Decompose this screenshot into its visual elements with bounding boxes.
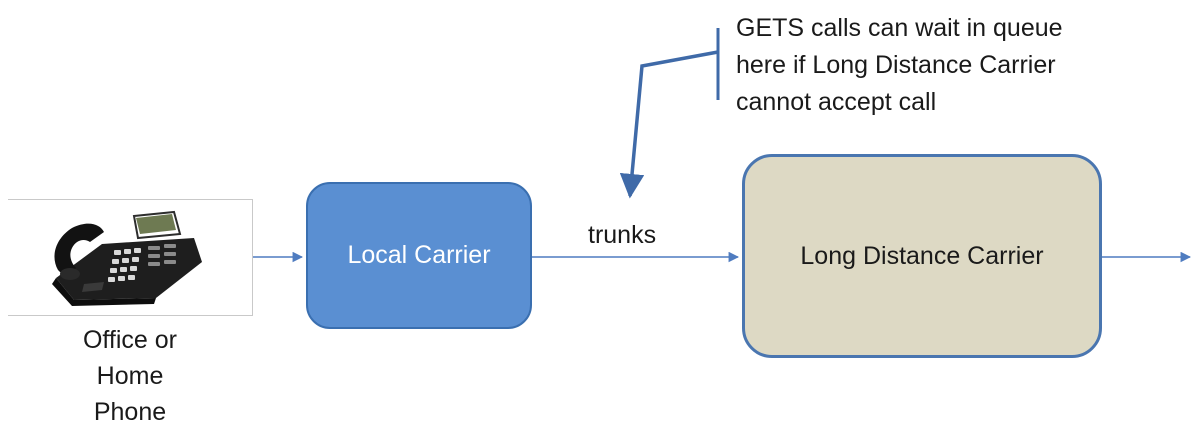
phone-image-box (8, 199, 253, 316)
phone-caption: Office or Home Phone (50, 322, 210, 430)
callout-line: here if Long Distance Carrier (736, 51, 1056, 79)
long-distance-carrier-node: Long Distance Carrier (742, 154, 1102, 358)
desk-phone-icon (52, 210, 202, 306)
local-carrier-label: Local Carrier (347, 241, 491, 269)
local-carrier-node: Local Carrier (306, 182, 532, 329)
long-distance-carrier-label: Long Distance Carrier (800, 241, 1044, 270)
trunks-label: trunks (588, 221, 657, 249)
phone-caption-line: Phone (93, 398, 167, 426)
gets-queue-callout: GETS calls can wait in queue here if Lon… (736, 10, 1156, 121)
callout-line: GETS calls can wait in queue (736, 14, 1063, 42)
callout-line: cannot accept call (736, 88, 937, 116)
phone-caption-line: Home (96, 362, 164, 390)
callout-pointer (619, 50, 719, 199)
phone-caption-line: Office or (82, 326, 178, 354)
